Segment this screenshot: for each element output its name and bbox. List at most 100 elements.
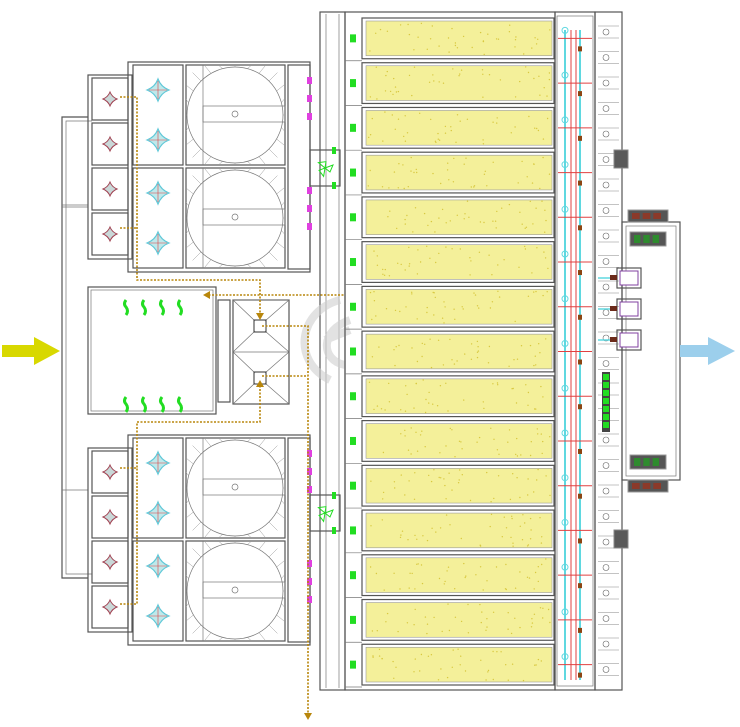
control-building xyxy=(598,210,680,492)
media-dot xyxy=(420,261,421,262)
inlet-valve-icon xyxy=(350,571,356,579)
hatch xyxy=(219,534,222,537)
media-dot xyxy=(433,469,434,470)
media-dot xyxy=(405,269,406,270)
filter-bed xyxy=(345,12,555,690)
media-dot xyxy=(485,679,486,680)
media-dot xyxy=(409,573,410,574)
media-dot xyxy=(490,307,491,308)
diffuser-icon xyxy=(143,300,146,315)
media-dot xyxy=(464,213,465,214)
media-dot xyxy=(405,115,406,116)
media-dot xyxy=(406,215,407,216)
media-dot xyxy=(530,455,531,456)
media-dot xyxy=(549,436,550,437)
media-dot xyxy=(405,385,406,386)
media-dot xyxy=(394,487,395,488)
media-dot xyxy=(445,246,446,247)
media-dot xyxy=(381,658,382,659)
media-dot xyxy=(497,264,498,265)
sludge-pipe xyxy=(120,97,260,318)
media-dot xyxy=(400,409,401,410)
hatch xyxy=(186,188,193,194)
media-dot xyxy=(445,133,446,134)
media-dot xyxy=(461,621,462,622)
media-dot xyxy=(425,412,426,413)
media-dot xyxy=(393,78,394,79)
media-dot xyxy=(483,40,484,41)
hatch xyxy=(269,149,277,157)
filter-media xyxy=(366,289,552,324)
media-dot xyxy=(468,632,469,633)
media-dot xyxy=(467,119,468,120)
hatch xyxy=(269,73,277,81)
media-dot xyxy=(448,51,449,52)
media-dot xyxy=(388,187,389,188)
media-dot xyxy=(408,480,409,481)
media-dot xyxy=(469,257,470,258)
media-dot xyxy=(450,220,451,221)
media-dot xyxy=(478,350,479,351)
media-dot xyxy=(482,139,483,140)
media-dot xyxy=(392,661,393,662)
media-dot xyxy=(540,386,541,387)
media-dot xyxy=(403,136,404,137)
media-dot xyxy=(544,210,545,211)
hatch xyxy=(186,139,193,145)
media-dot xyxy=(385,75,386,76)
media-dot xyxy=(438,45,439,46)
media-dot xyxy=(520,454,521,455)
media-dot xyxy=(509,429,510,430)
hatch xyxy=(186,512,193,518)
media-dot xyxy=(376,98,377,99)
media-dot xyxy=(498,39,499,40)
media-dot xyxy=(549,495,550,496)
media-dot xyxy=(546,95,547,96)
media-dot xyxy=(438,253,439,254)
hatch xyxy=(247,542,250,545)
media-dot xyxy=(457,114,458,115)
media-dot xyxy=(486,580,487,581)
media-dot xyxy=(425,616,426,617)
media-dot xyxy=(381,408,382,409)
hatch xyxy=(259,66,265,73)
media-dot xyxy=(417,249,418,250)
media-dot xyxy=(514,618,515,619)
media-dot xyxy=(460,121,461,122)
media-dot xyxy=(473,186,474,187)
media-dot xyxy=(481,622,482,623)
filter-media xyxy=(366,21,552,56)
media-dot xyxy=(433,292,434,293)
media-dot xyxy=(405,306,406,307)
media-dot xyxy=(512,543,513,544)
valve-icon xyxy=(307,77,312,84)
media-dot xyxy=(485,630,486,631)
media-dot xyxy=(527,545,528,546)
media-dot xyxy=(451,429,452,430)
cabinet-icon-slot xyxy=(643,458,649,466)
mixer-shape xyxy=(103,92,117,106)
media-dot xyxy=(486,618,487,619)
media-dot xyxy=(535,364,536,365)
media-dot xyxy=(526,227,527,228)
media-dot xyxy=(375,315,376,316)
media-dot xyxy=(376,573,377,574)
pump-icon xyxy=(603,667,609,673)
media-dot xyxy=(465,158,466,159)
valve-icon xyxy=(307,95,312,102)
media-dot xyxy=(498,475,499,476)
media-dot xyxy=(497,382,498,383)
media-dot xyxy=(422,583,423,584)
media-dot xyxy=(455,142,456,143)
media-dot xyxy=(432,25,433,26)
media-dot xyxy=(465,575,466,576)
media-dot xyxy=(395,129,396,130)
media-dot xyxy=(525,384,526,385)
flocculator-icon xyxy=(147,79,169,101)
filter-media xyxy=(366,379,552,414)
media-dot xyxy=(491,274,492,275)
media-dot xyxy=(497,117,498,118)
valve-icon xyxy=(578,538,582,543)
media-dot xyxy=(432,74,433,75)
media-dot xyxy=(379,655,380,656)
